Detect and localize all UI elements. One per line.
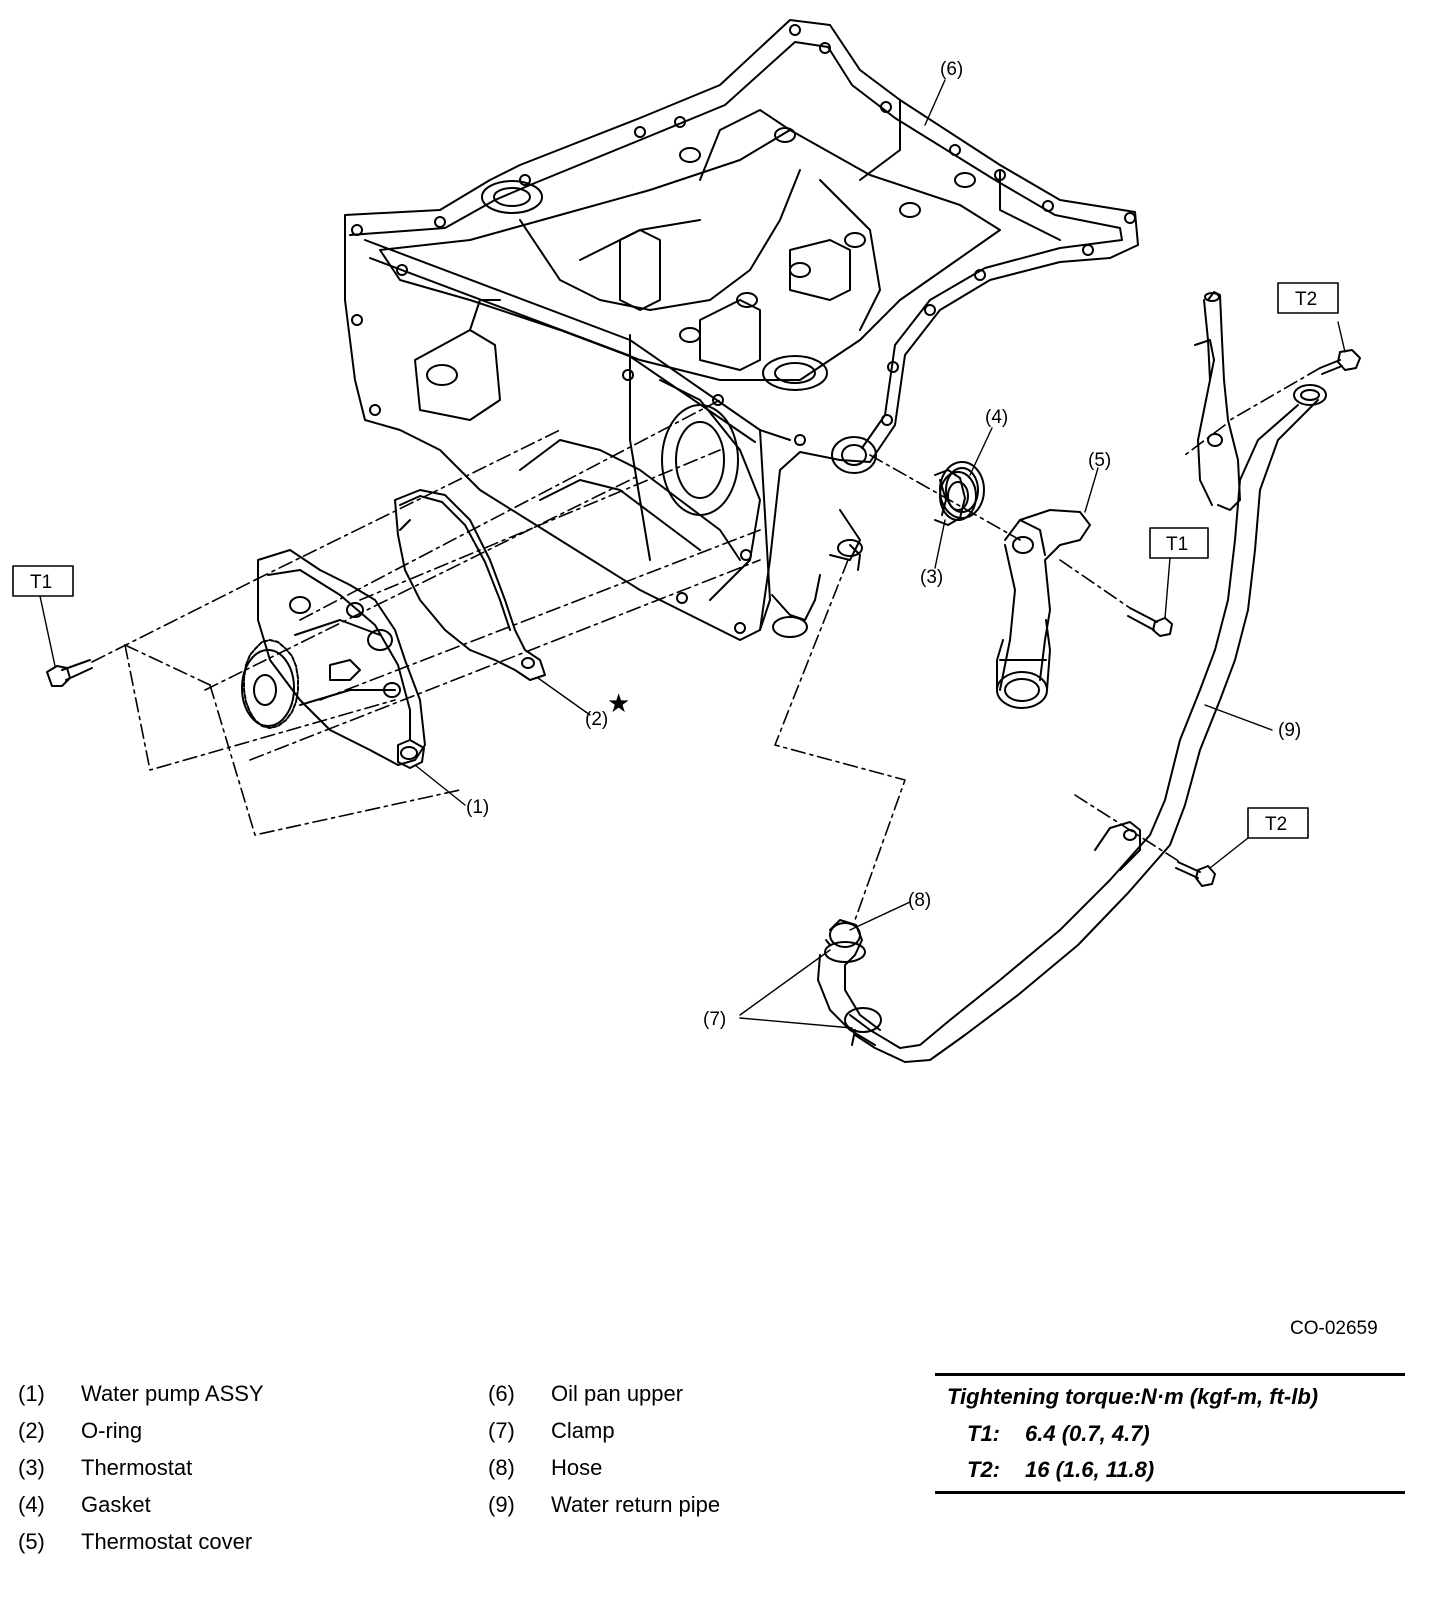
legend-label: Thermostat cover [81,1529,253,1554]
water-return-pipe [849,291,1327,1063]
legend-label: Water pump ASSY [81,1381,264,1406]
legend-num: (8) [488,1455,515,1480]
t2-lower-label: T2 [1265,814,1287,835]
legend-label: O-ring [81,1418,143,1443]
bolt-t2-lower [1175,861,1216,887]
callout-7: (7) [703,1009,726,1030]
torque-key: T1: [967,1421,1000,1446]
torque-table-title: Tightening torque:N·m (kgf-m, ft-lb) [947,1384,1319,1409]
bolt-t2-top [1319,349,1361,375]
t2-top-label: T2 [1295,289,1317,310]
legend-label: Oil pan upper [551,1381,684,1406]
callout-9: (9) [1278,720,1301,741]
legend-label: Gasket [81,1492,151,1517]
callout-6: (6) [940,59,963,80]
torque-value: 6.4 (0.7, 4.7) [1025,1421,1150,1446]
callout-5: (5) [1088,450,1111,471]
t1-right-label: T1 [1166,534,1188,555]
t1-left-box [12,565,74,597]
oil-pan-upper [344,19,1139,641]
star-symbol: ★ [607,688,630,718]
clamp [824,939,882,1046]
legend-num: (9) [488,1492,515,1517]
callout-2: (2) [585,709,608,730]
leader-lines [39,79,1346,1029]
torque-value: 16 (1.6, 11.8) [1025,1457,1155,1482]
t1-left-label: T1 [30,572,52,593]
assembly-lines [91,367,1321,921]
legend-num: (4) [18,1492,45,1517]
legend-num: (3) [18,1455,45,1480]
t2-top-box [1277,282,1339,314]
exploded-parts-diagram: (1) (2) ★ (3) (4) (5) (6) (7) (8) (9) T1… [12,19,1361,1063]
hose [817,919,881,1046]
legend-num: (6) [488,1381,515,1406]
t1-right-box [1149,527,1209,559]
torque-row-t2: T2: 16 (1.6, 11.8) [967,1457,1154,1483]
o-ring [394,489,546,681]
legend-label: Clamp [551,1418,615,1443]
legend-label: Water return pipe [551,1492,721,1517]
figure-code: CO-02659 [1290,1318,1378,1339]
legend-num: (2) [18,1418,45,1443]
legend-label: Thermostat [81,1455,193,1480]
water-pump-assy [241,549,426,769]
legend-num: (5) [18,1529,45,1554]
tightening-torque-table: Tightening torque:N·m (kgf-m, ft-lb) T1:… [935,1373,1405,1494]
t2-lower-box [1247,807,1309,839]
legend-label: Hose [551,1455,603,1480]
legend-num: (7) [488,1418,515,1443]
callout-1: (1) [466,797,489,818]
thermostat-cover [996,509,1091,709]
bolt-t1-left [46,659,93,687]
torque-row-t1: T1: 6.4 (0.7, 4.7) [967,1421,1150,1447]
callout-3: (3) [920,567,943,588]
torque-key: T2: [967,1457,1000,1482]
legend-num: (1) [18,1381,45,1406]
gasket [939,461,985,519]
callout-4: (4) [985,407,1008,428]
callout-8: (8) [908,890,931,911]
